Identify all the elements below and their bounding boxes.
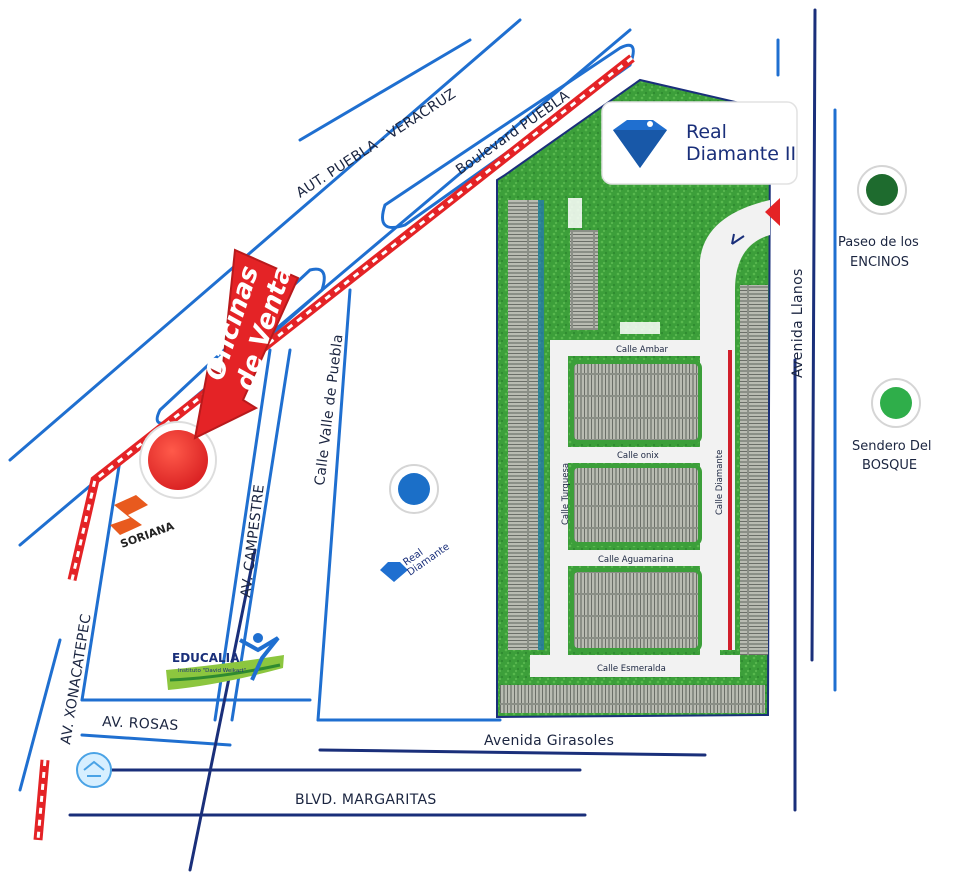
street-label-turquesa: Calle Turquesa	[561, 463, 571, 525]
entrance-arrow-icon	[731, 233, 745, 245]
brand-name-line1: Real	[686, 121, 727, 143]
street-label-diamante: Calle Diamante	[715, 450, 725, 515]
sendero-label-line1: Sendero Del	[852, 439, 932, 454]
sendero-label-line2: BOSQUE	[862, 458, 917, 473]
road-label-av-rosas: AV. ROSAS	[102, 714, 179, 734]
badge-icon	[76, 752, 112, 788]
street-label-onix: Calle onix	[617, 451, 659, 461]
soriana-logo: SORIANA	[110, 495, 176, 551]
person-icon	[253, 633, 263, 643]
route-to-sales-office	[33, 54, 635, 841]
road-label-aut-puebla-veracruz: AUT. PUEBLA - VERACRUZ	[293, 86, 459, 201]
brand-logo-box: Real Diamante II	[601, 101, 798, 185]
paseo-label-line2: ENCINOS	[850, 255, 909, 270]
road-label-avenida-girasoles: Avenida Girasoles	[484, 733, 614, 749]
educalia-label: EDUCALIA	[172, 651, 240, 665]
road-label-blvd-margaritas: BLVD. MARGARITAS	[295, 792, 437, 808]
real-diamante-marker: Real Diamante	[380, 464, 452, 582]
sales-office-marker: Oficinas de Ventas	[139, 247, 304, 499]
soriana-icon	[110, 495, 148, 535]
street-label-ambar: Calle Ambar	[616, 345, 668, 355]
sendero-del-bosque-marker: Sendero Del BOSQUE	[852, 378, 932, 473]
road-label-avenida-llanos: Avenida Llanos	[790, 268, 806, 378]
educalia-sublabel: Instituto "David Weikart"	[178, 668, 246, 674]
development-area	[496, 78, 780, 719]
educalia-logo: EDUCALIA Instituto "David Weikart"	[166, 633, 284, 690]
brand-name-line2: Diamante II	[686, 143, 796, 165]
diamond-icon	[380, 562, 408, 582]
paseo-label-line1: Paseo de los	[838, 235, 919, 250]
road-label-av-xonacatepec: AV. XONACATEPEC	[58, 613, 94, 746]
street-label-esmeralda: Calle Esmeralda	[597, 664, 666, 674]
street-label-aguamarina: Calle Aguamarina	[598, 555, 674, 565]
paseo-de-los-encinos-marker: Paseo de los ENCINOS	[838, 165, 919, 270]
